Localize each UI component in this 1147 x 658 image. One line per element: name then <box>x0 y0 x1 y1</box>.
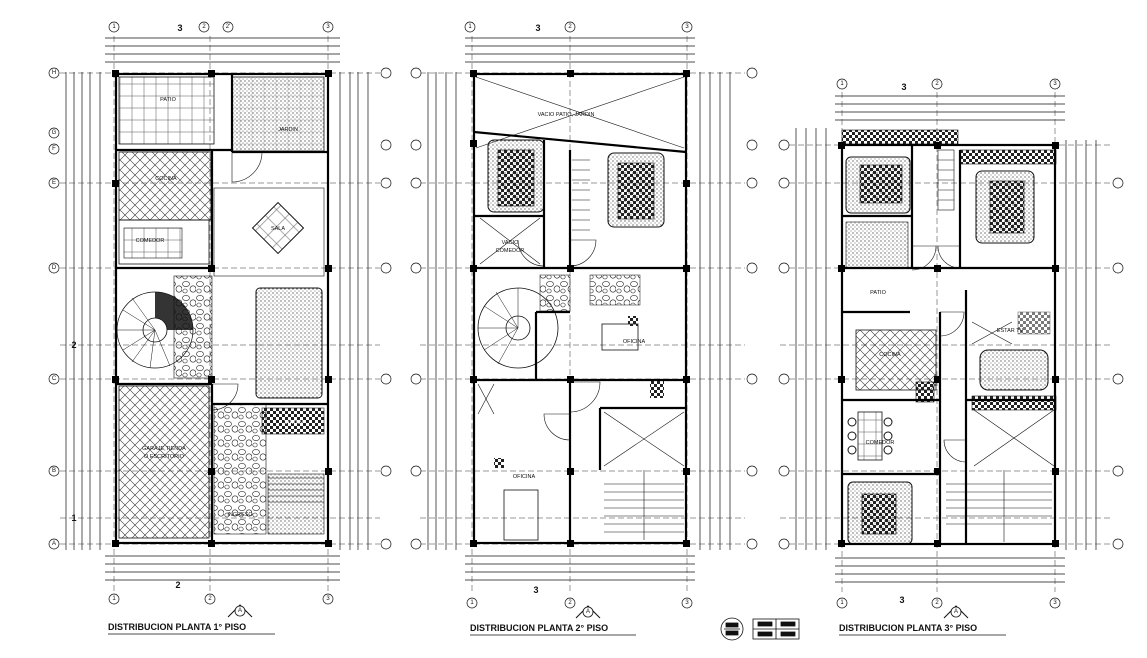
room-label-patio-3: PATIO <box>870 290 886 296</box>
room-label-jardin-bottom: JARDIN <box>283 420 303 426</box>
row-axis-H: H <box>52 70 56 76</box>
axis-bottom-2: 2 <box>208 596 212 602</box>
p3-axis-top-3: 3 <box>1053 81 1057 87</box>
p2-bottom-dimension-number: 3 <box>533 585 538 595</box>
row-axis-B: B <box>52 468 56 474</box>
north-marker-2: A <box>586 609 590 615</box>
plan-title-1: DISTRIBUCION PLANTA 1° PISO <box>108 622 246 632</box>
row-axis-E: E <box>52 180 56 186</box>
p3-axis-top-1: 1 <box>840 81 844 87</box>
room-label-cocina-3: COCINA <box>879 352 901 358</box>
axis-top-1: 1 <box>112 24 116 30</box>
p3-bottom-dimension-number: 3 <box>899 595 904 605</box>
row-axis-1: 1 <box>71 513 76 523</box>
row-axis-A: A <box>52 541 56 547</box>
plan-floor-3: PATIO COCINA COMEDOR ESTAR TV 1 2 3 1 2 … <box>778 78 1124 636</box>
p2-axis-bottom-1: 1 <box>470 600 474 606</box>
plan-title-2: DISTRIBUCION PLANTA 2° PISO <box>470 623 608 633</box>
room-label-ingreso: INGRESO <box>227 512 253 518</box>
p2-axis-top-1: 1 <box>468 24 472 30</box>
p2-axis-bottom-3: 3 <box>685 600 689 606</box>
room-label-cocina: COCINA <box>155 176 177 182</box>
room-label-jardin-top: JARDIN <box>278 127 298 133</box>
room-label-garaje-1: GARAJE,TIENDA <box>142 446 186 452</box>
axis-top-2p: 2' <box>226 24 230 30</box>
legend-symbols <box>720 617 800 641</box>
room-label-vacio-comedor-2: COMEDOR <box>496 248 525 254</box>
row-axis-2: 2 <box>71 340 76 350</box>
room-label-sala: SALA <box>271 226 285 232</box>
p2-axis-bottom-2: 2 <box>568 600 572 606</box>
plan-floor-1: PATIO JARDIN COCINA COMEDOR SALA GARAJE,… <box>48 21 392 635</box>
row-axis-G: G <box>52 130 57 136</box>
p3-top-dimension-number: 3 <box>901 82 906 92</box>
room-label-vacio-comedor-1: VACIO <box>502 240 519 246</box>
axis-top-3: 3 <box>326 24 330 30</box>
bottom-dimension-number: 2 <box>175 580 180 590</box>
north-marker-3: A <box>954 609 958 615</box>
p2-axis-top-2: 2 <box>568 24 572 30</box>
axis-top-2: 2 <box>202 24 206 30</box>
top-dimension-number: 3 <box>177 23 182 33</box>
room-label-comedor-3: COMEDOR <box>866 440 895 446</box>
row-axis-F: F <box>52 146 56 152</box>
plan-title-3: DISTRIBUCION PLANTA 3° PISO <box>839 623 977 633</box>
row-axis-C: C <box>52 376 57 382</box>
p3-axis-bottom-2: 2 <box>935 600 939 606</box>
axis-bottom-1: 1 <box>112 596 116 602</box>
north-marker-1: A <box>238 608 242 614</box>
room-label-oficina-1: OFICINA <box>623 339 646 345</box>
room-label-oficina-2: OFICINA <box>513 474 536 480</box>
plan-floor-2: VACIO PATIO, JARDIN VACIO COMEDOR OFICIN… <box>410 21 758 636</box>
room-label-vacio-patio: VACIO PATIO, JARDIN <box>538 112 595 118</box>
p3-axis-bottom-3: 3 <box>1053 600 1057 606</box>
p3-axis-bottom-1: 1 <box>840 600 844 606</box>
p2-axis-top-3: 3 <box>685 24 689 30</box>
room-label-garaje-2: O ESCRITORIO <box>144 454 185 460</box>
p2-top-dimension-number: 3 <box>535 23 540 33</box>
p3-axis-top-2: 2 <box>935 81 939 87</box>
room-label-estar-3: ESTAR TV <box>997 328 1024 334</box>
axis-bottom-3: 3 <box>326 596 330 602</box>
row-axis-D: D <box>52 265 57 271</box>
room-label-patio: PATIO <box>160 97 176 103</box>
room-label-comedor: COMEDOR <box>136 238 165 244</box>
